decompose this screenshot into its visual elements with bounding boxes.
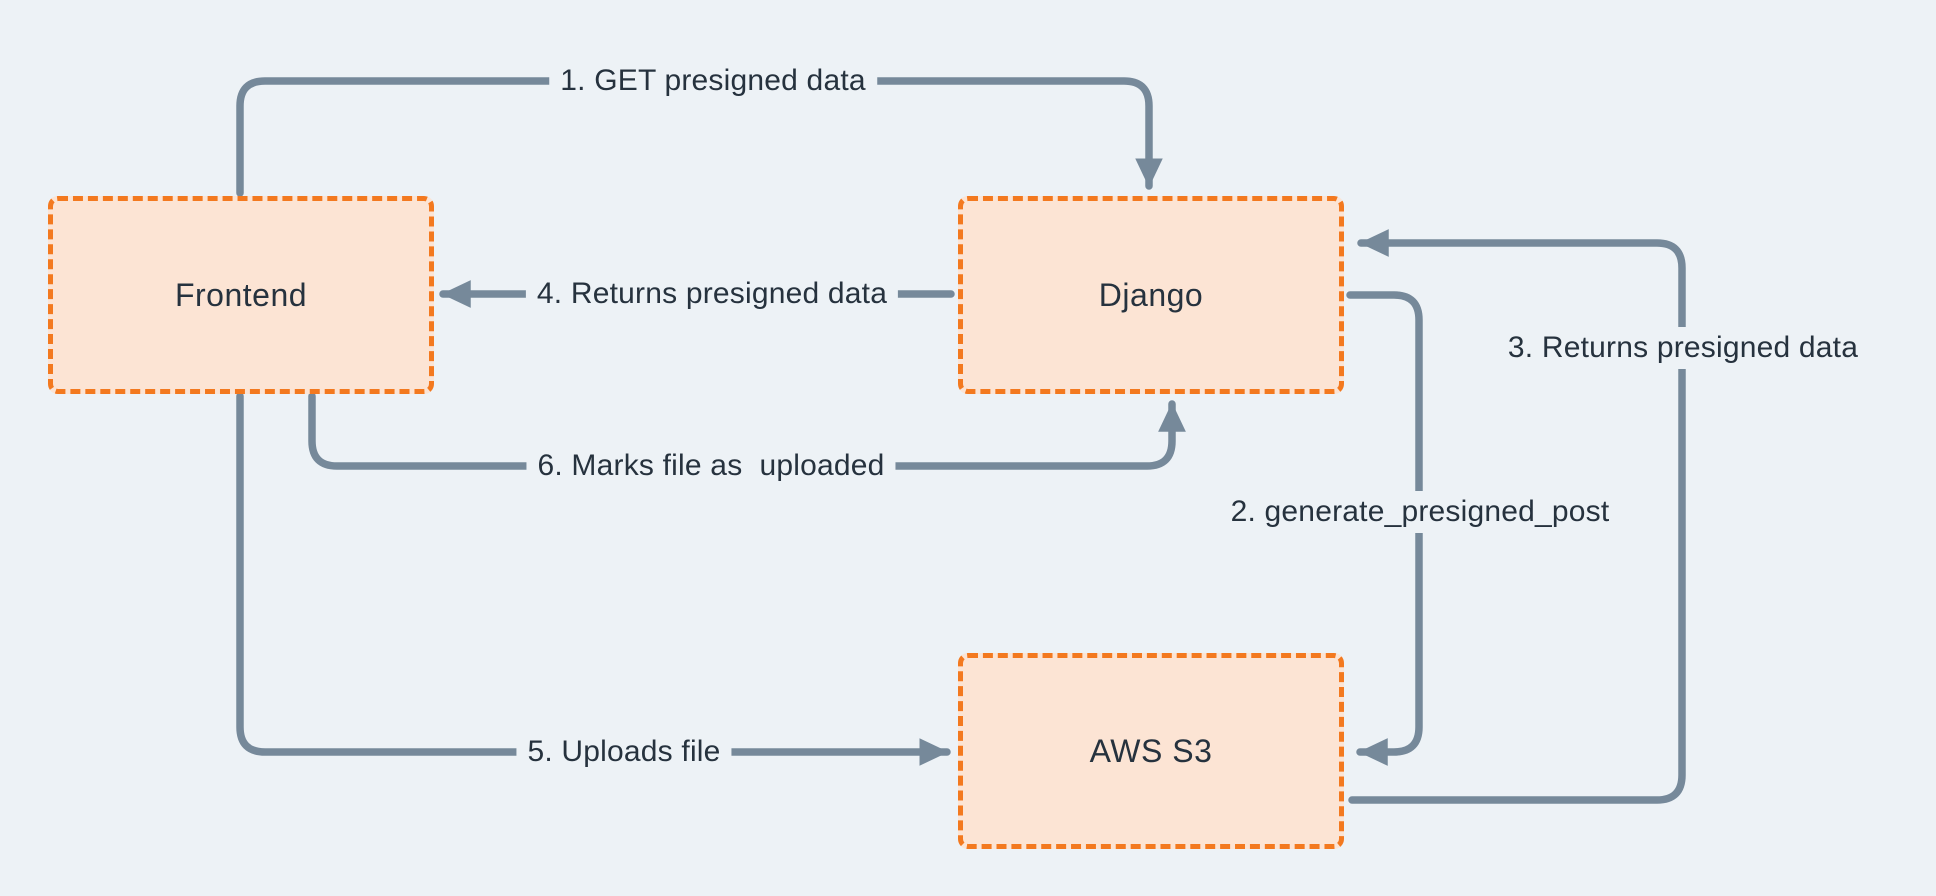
- edge-3-returns-presigned-data: [1348, 229, 1686, 804]
- node-aws-s3-label: AWS S3: [1089, 732, 1213, 769]
- node-django-label: Django: [1098, 276, 1204, 313]
- edge-label-6-marks-file-as-uploaded: 6. Marks file as uploaded: [526, 445, 896, 487]
- node-frontend: Frontend: [48, 196, 434, 394]
- edge-label-4-returns-presigned-data: 4. Returns presigned data: [525, 273, 899, 315]
- edge-5-uploads-file: [236, 392, 951, 766]
- edge-label-3-returns-presigned-data: 3. Returns presigned data: [1496, 327, 1870, 369]
- node-frontend-label: Frontend: [174, 276, 308, 313]
- node-django: Django: [958, 196, 1344, 394]
- node-aws-s3: AWS S3: [958, 653, 1344, 849]
- edge-label-1-get-presigned-data: 1. GET presigned data: [549, 60, 877, 102]
- edge-label-2-generate-presigned-post: 2. generate_presigned_post: [1219, 491, 1621, 533]
- edge-label-5-uploads-file: 5. Uploads file: [516, 731, 732, 773]
